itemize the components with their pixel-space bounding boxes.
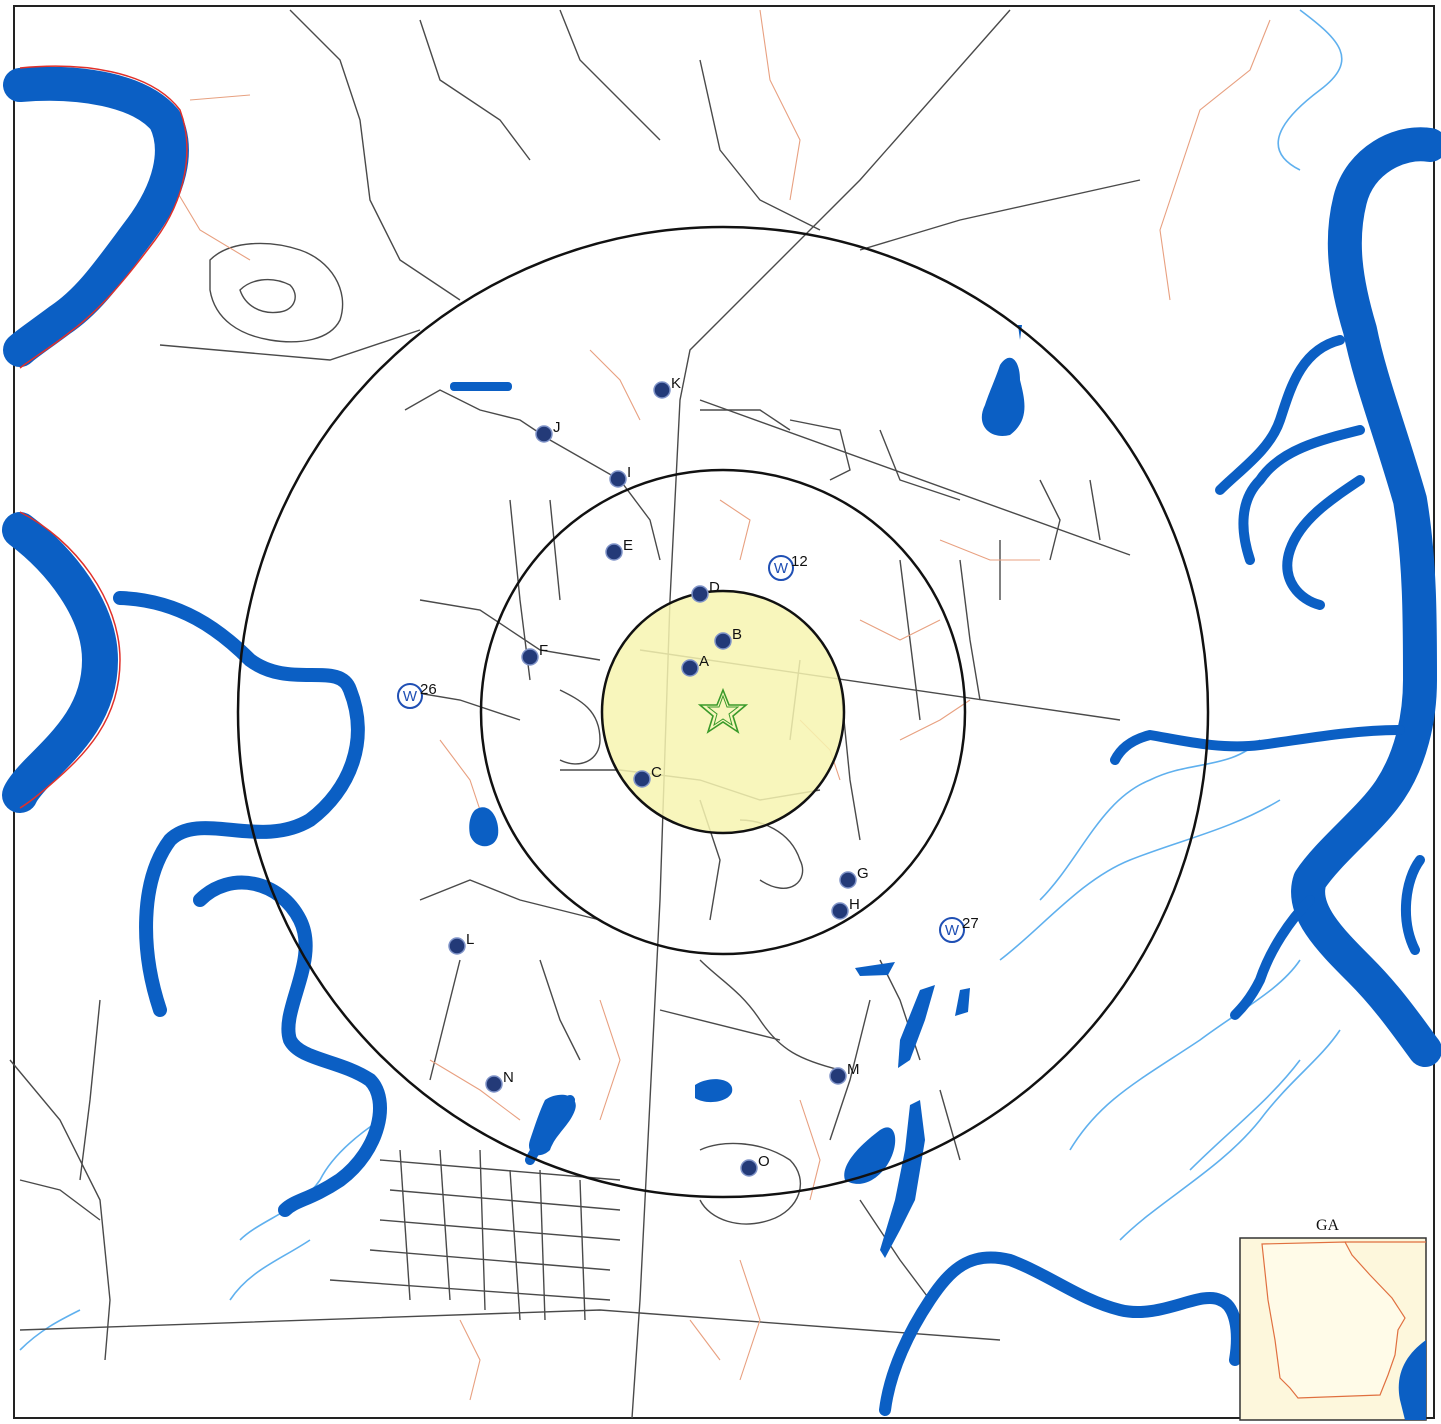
site-label: D [709, 579, 720, 596]
site-dot [448, 937, 466, 955]
site-label: G [857, 865, 869, 882]
outer-ring [236, 225, 1210, 1199]
river-east-branch-1 [1238, 425, 1365, 565]
well-icon [397, 683, 423, 709]
site-label: M [847, 1061, 860, 1078]
site-marker-l: L [448, 931, 474, 955]
well-icon [939, 917, 965, 943]
site-marker-a: A [681, 653, 709, 677]
site-marker-e: E [605, 537, 633, 561]
site-label: H [849, 896, 860, 913]
well-number: 27 [962, 915, 979, 932]
well-icon [768, 555, 794, 581]
site-marker-g: G [839, 865, 869, 889]
river-shoreline [19, 65, 188, 809]
site-marker-c: C [633, 764, 662, 788]
roads [9, 9, 1141, 1419]
river-east-branch-5 [1230, 895, 1315, 1020]
site-dot [831, 902, 849, 920]
site-marker-d: D [691, 579, 720, 603]
site-label: J [553, 419, 561, 436]
water-bodies [2, 66, 1441, 1416]
site-label: K [671, 375, 681, 392]
site-marker-b: B [714, 626, 742, 650]
site-dot [653, 381, 671, 399]
site-marker-f: F [521, 642, 548, 666]
river-east-branch-2 [1282, 475, 1365, 610]
river-east [1291, 127, 1441, 1067]
river-south [879, 1251, 1243, 1416]
site-dot [605, 543, 623, 561]
site-marker-o: O [740, 1153, 770, 1177]
site-marker-i: I [609, 464, 631, 488]
well-number: 12 [791, 553, 808, 570]
well-symbol: W [774, 560, 789, 577]
inset-state-outline [1261, 1241, 1406, 1399]
site-marker-h: H [831, 896, 860, 920]
site-label: C [651, 764, 662, 781]
well-symbol: W [945, 922, 960, 939]
site-label: B [732, 626, 742, 643]
site-label: E [623, 537, 633, 554]
site-marker-k: K [653, 375, 681, 399]
site-dot [691, 585, 709, 603]
river-east-branch-6 [1400, 855, 1425, 955]
inset-coast [1398, 1340, 1426, 1420]
site-label: L [466, 931, 474, 948]
site-marker-n: N [485, 1069, 514, 1093]
site-label: I [627, 464, 631, 481]
well-number: 26 [420, 681, 437, 698]
site-dot [609, 470, 627, 488]
inner-zone [600, 589, 846, 835]
river-west [2, 512, 118, 813]
river-northwest [3, 66, 189, 367]
site-dot [521, 648, 539, 666]
site-marker-j: J [535, 419, 561, 443]
river-west-meander [193, 875, 387, 1217]
sample-sites: K J I E D B A F C GH L N M O [448, 375, 869, 1177]
site-dot [839, 871, 857, 889]
well-symbol: W [403, 688, 418, 705]
inset-title: GA [1316, 1217, 1340, 1234]
star-icon [697, 687, 749, 734]
river-east-branch-3 [1215, 335, 1345, 495]
locator-inset: GA [1239, 1217, 1427, 1421]
site-label: N [503, 1069, 514, 1086]
site-dot [633, 770, 651, 788]
site-label: O [758, 1153, 770, 1170]
site-label: F [539, 642, 548, 659]
river-west-branch [113, 591, 365, 1017]
site-dot [714, 632, 732, 650]
buffer-rings [236, 225, 1210, 1199]
site-dot [535, 425, 553, 443]
site-dot [485, 1075, 503, 1093]
site-label: A [699, 653, 709, 670]
river-east-branch-4 [1110, 725, 1405, 765]
site-dot [740, 1159, 758, 1177]
streams [19, 9, 1343, 1351]
site-dot [681, 659, 699, 677]
site-marker-m: M [829, 1061, 860, 1085]
site-dot [829, 1067, 847, 1085]
middle-ring [479, 468, 967, 956]
